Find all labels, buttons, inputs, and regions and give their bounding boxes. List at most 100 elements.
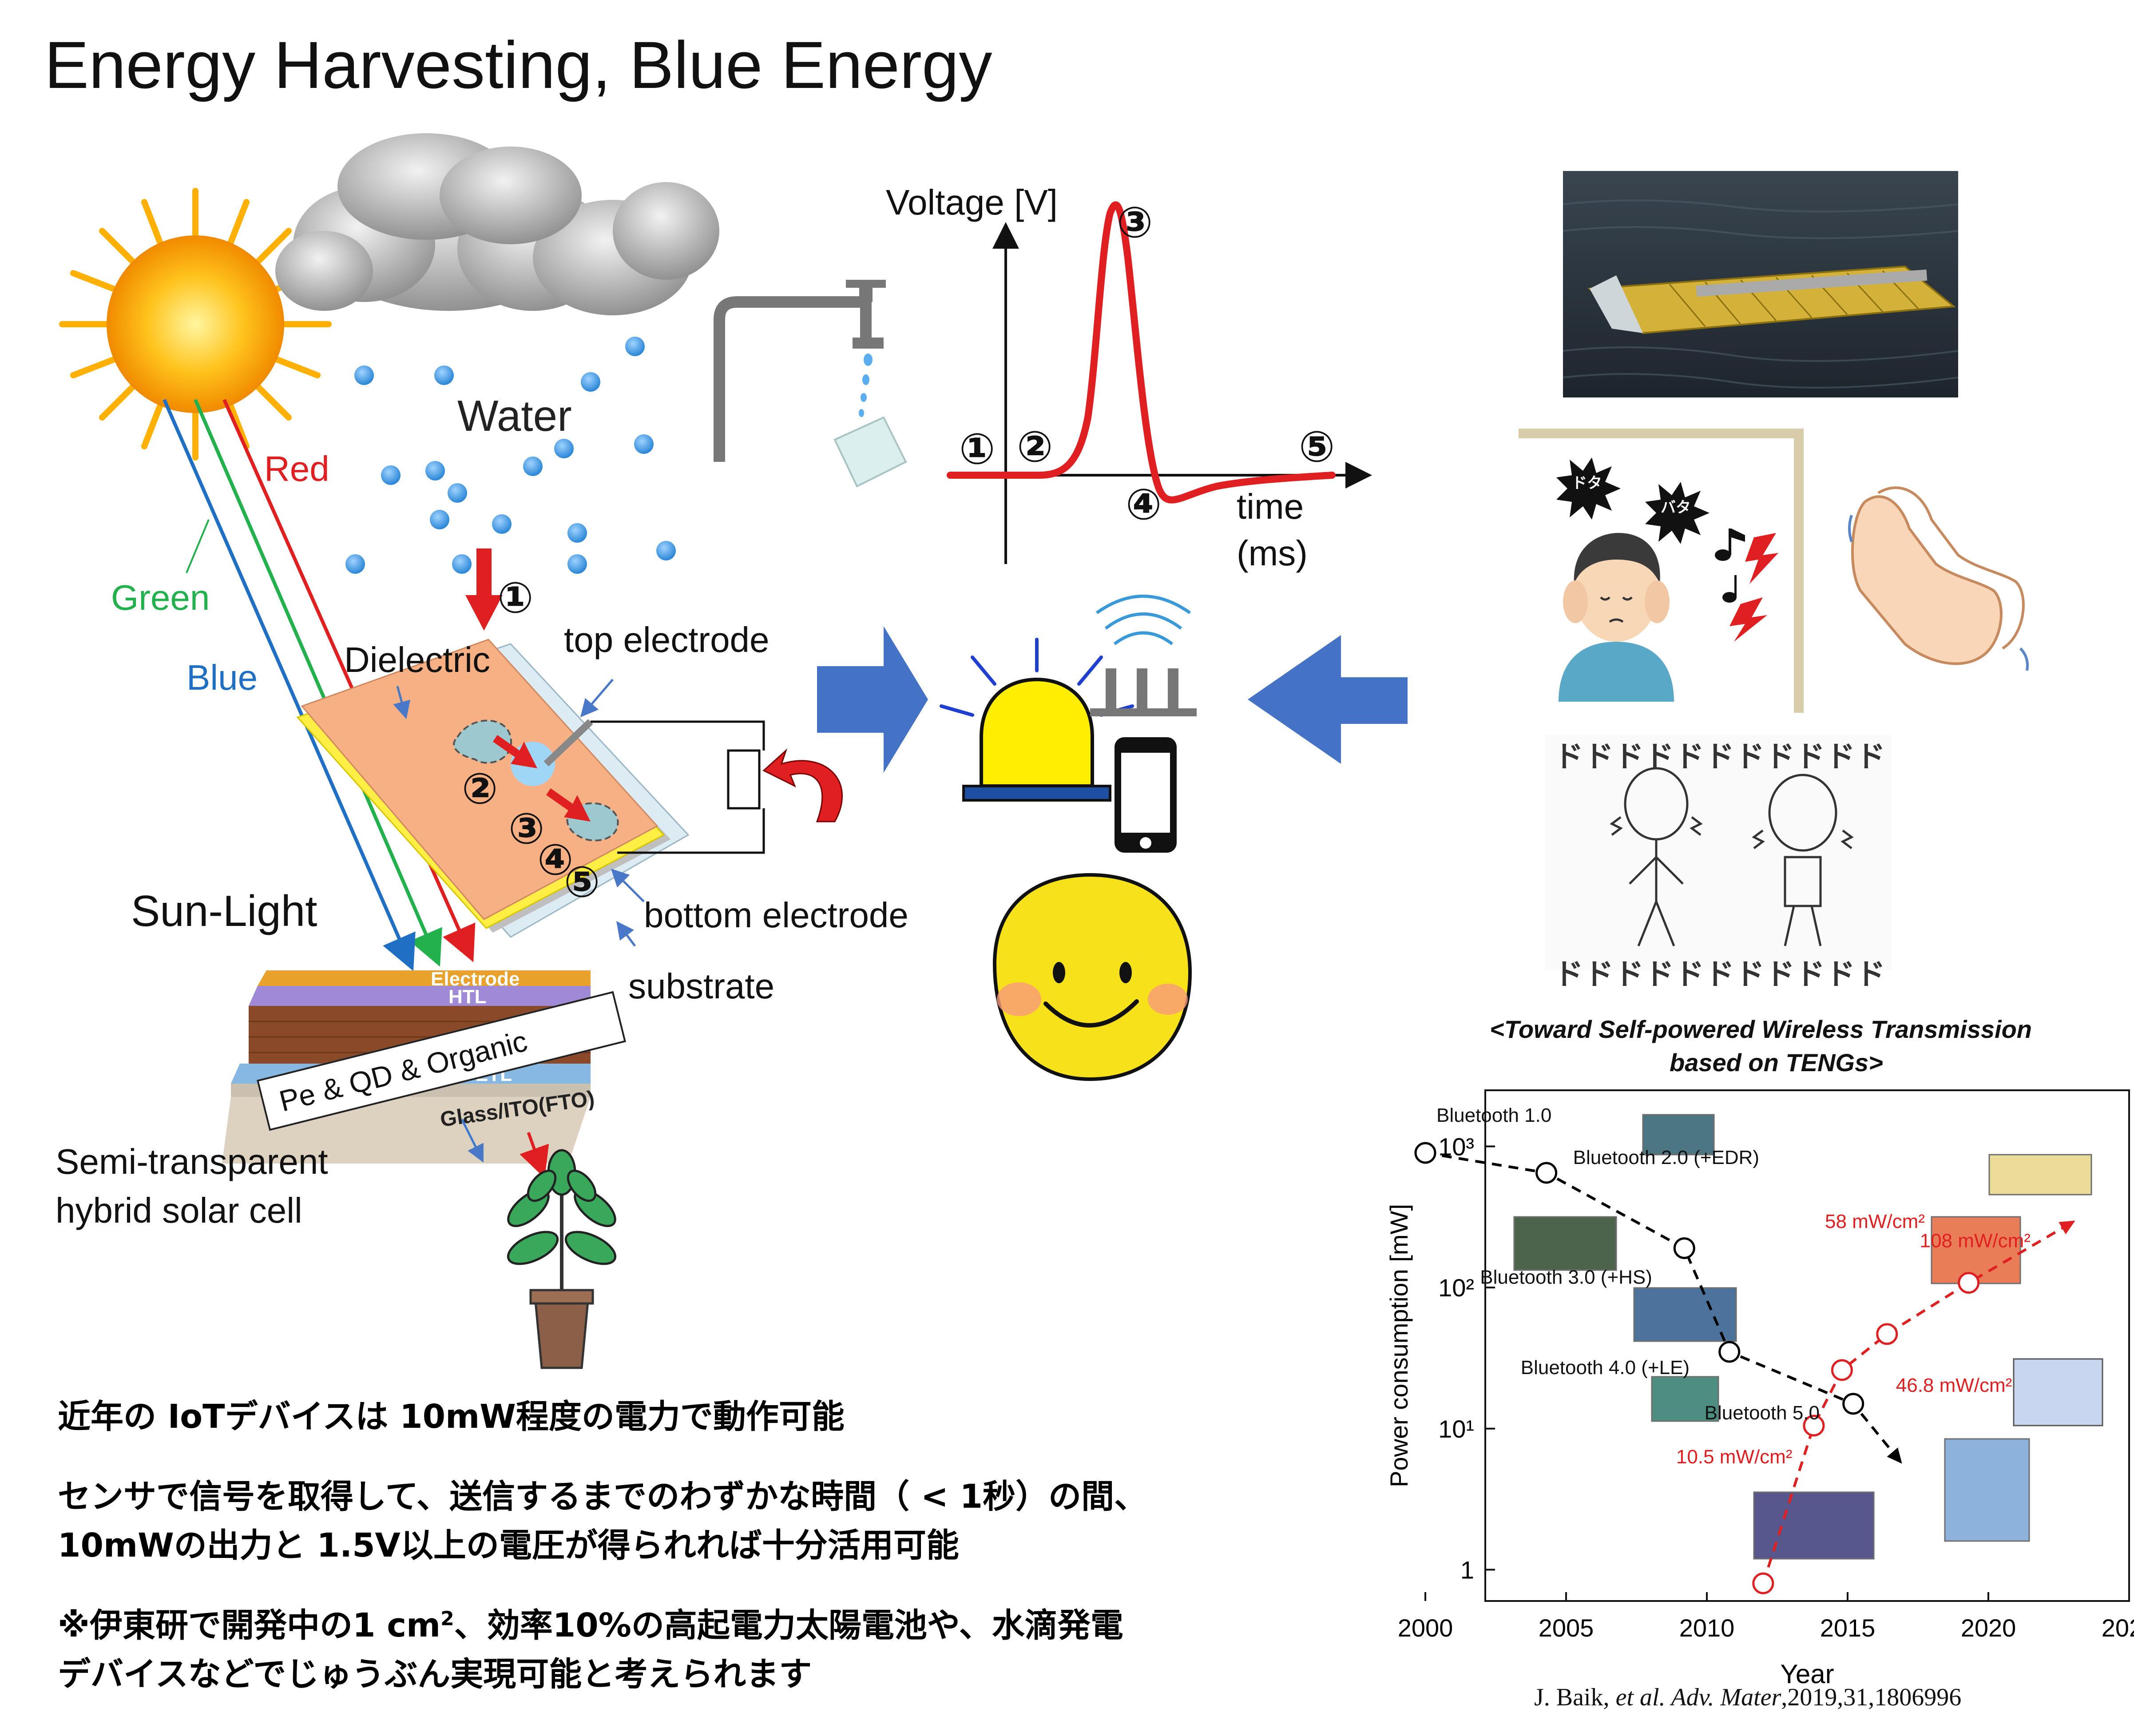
voltage-marker-3: ③ (1117, 198, 1153, 247)
note-line-4b: 、効率10%の高起電力太陽電池や、水滴発電 (454, 1606, 1123, 1645)
device-image (1988, 1154, 2092, 1196)
data-point (1752, 1572, 1774, 1594)
label-top-electrode: top electrode (564, 620, 770, 659)
point-label: Bluetooth 1.0 (1436, 1104, 1551, 1126)
x-tick-label: 2015 (1820, 1614, 1876, 1642)
point-label: Bluetooth 5.0 (1705, 1402, 1820, 1424)
drop-arrow-icon (465, 548, 503, 631)
point-label: Bluetooth 4.0 (+LE) (1521, 1357, 1690, 1378)
point-label: 108 mW/cm² (1920, 1230, 2031, 1252)
warning-light-icon (940, 638, 1134, 802)
label-bottom-electrode: bottom electrode (644, 895, 908, 935)
data-point (1535, 1162, 1558, 1184)
point-label: 10.5 mW/cm² (1676, 1446, 1793, 1468)
device-image (1931, 1216, 2021, 1284)
device-image (1513, 1216, 1617, 1271)
point-label: Bluetooth 2.0 (+EDR) (1573, 1147, 1759, 1168)
data-point (1718, 1341, 1741, 1363)
faucet-icon (714, 280, 907, 488)
center-devices (817, 595, 1408, 1081)
voltage-graph (947, 201, 1372, 564)
teng-heading-line2: based on TENGs> (1670, 1049, 1883, 1077)
x-tick-label: 2020 (1961, 1614, 2016, 1642)
series-line (1761, 1219, 2076, 1584)
music-note-icon (1715, 528, 1745, 603)
data-point (1958, 1272, 1980, 1294)
note-line-4a: ※伊東研で開発中の1 cm (58, 1606, 441, 1645)
note-line-5: デバイスなどでじゅうぶん実現可能と考えられます (58, 1655, 812, 1693)
device-image (2013, 1358, 2103, 1426)
data-point (1831, 1359, 1853, 1381)
antenna-icon (1090, 595, 1197, 716)
chart-ylabel: Power consumption [mW] (1385, 1204, 1413, 1487)
device-image (1944, 1438, 2030, 1542)
label-green: Green (111, 578, 210, 617)
step-5: ⑤ (564, 857, 600, 907)
smiley-face-icon (992, 873, 1192, 1081)
reference-suffix: ,2019,31,1806996 (1781, 1684, 1962, 1711)
sun-icon (59, 188, 332, 461)
data-point (1842, 1393, 1864, 1415)
right-illustrations (1519, 171, 2029, 970)
label-sunlight: Sun-Light (131, 886, 317, 935)
reference-italic: et al. Adv. Mater (1615, 1684, 1781, 1711)
data-point (1673, 1237, 1695, 1259)
voltage-marker-2: ② (1017, 422, 1053, 472)
device-image (1753, 1491, 1875, 1560)
teng-heading-line1: <Toward Self-powered Wireless Transmissi… (1490, 1015, 2032, 1043)
device-image (1633, 1287, 1737, 1342)
blue-ray (163, 399, 416, 971)
label-water: Water (457, 391, 572, 440)
right-arrow-icon (817, 626, 928, 773)
y-tick-label: 1 (1460, 1556, 1474, 1584)
voltage-marker-1: ① (959, 424, 996, 474)
series-arrowhead (1887, 1447, 1902, 1464)
curved-red-arrow-icon (762, 748, 843, 822)
doki-row-top: ドドドドドドドドドドド (1554, 739, 1886, 774)
chart-device-images (1513, 1114, 2103, 1560)
voltage-marker-5: ⑤ (1299, 422, 1335, 472)
label-blue: Blue (186, 658, 258, 697)
x-tick-label: 2005 (1539, 1614, 1594, 1642)
step-2: ② (462, 764, 498, 814)
cell-caption-line2: hybrid solar cell (56, 1191, 302, 1230)
left-arrow-icon (1248, 635, 1408, 764)
plant-icon (507, 1149, 617, 1369)
reference-prefix: J. Baik, (1534, 1684, 1616, 1711)
note-line-4-sup: 2 (440, 1607, 454, 1630)
device-image (1651, 1376, 1719, 1422)
note-line-2: センサで信号を取得して、送信するまでのわずかな時間（ < 1秒）の間、 (58, 1478, 1147, 1516)
doki-row-bottom: ドドドドドドドドドドド (1554, 957, 1886, 991)
label-substrate: substrate (628, 966, 775, 1006)
note-line-1: 近年の IoTデバイスは 10mW程度の電力で動作可能 (58, 1398, 845, 1436)
annotation-label: 58 mW/cm² (1825, 1211, 1925, 1232)
lightning-icon (1729, 533, 1778, 642)
label-dielectric: Dielectric (344, 640, 490, 679)
voltage-curve (947, 201, 1336, 504)
sticker-label-1: ドタ (1572, 474, 1602, 492)
label-red: Red (264, 449, 329, 489)
smartphone-icon (1115, 737, 1177, 853)
voltage-xlabel-line1: time (1237, 487, 1304, 526)
layer-electrode-label: Electrode (431, 968, 520, 990)
data-point (1803, 1414, 1825, 1437)
power-chart: 200020052010201520202025110¹10²10³ YearP… (1385, 1089, 2134, 1689)
y-tick-label: 10² (1438, 1274, 1474, 1302)
point-label: 46.8 mW/cm² (1896, 1374, 2012, 1396)
step-1: ① (497, 573, 534, 623)
annoyed-man-icon (1559, 533, 1674, 702)
device-image (1642, 1114, 1715, 1156)
noise-burst-icon (1556, 457, 1710, 544)
point-label: Bluetooth 3.0 (+HS) (1480, 1267, 1652, 1288)
floating-generator-photo (1563, 171, 1959, 397)
data-point (1414, 1142, 1436, 1164)
clapping-hands-icon (1848, 486, 2029, 671)
x-tick-label: 2010 (1679, 1614, 1735, 1642)
voltage-marker-4: ④ (1126, 480, 1162, 529)
x-tick-label: 2000 (1398, 1614, 1453, 1642)
series-line (1425, 1152, 1904, 1465)
x-tick-label: 2025 (2102, 1614, 2134, 1642)
water-drops (345, 337, 676, 574)
note-line-4: ※伊東研で開発中の1 cm2、効率10%の高起電力太陽電池や、水滴発電 (58, 1599, 1123, 1646)
reference: J. Baik, et al. Adv. Mater,2019,31,18069… (1534, 1683, 1961, 1712)
